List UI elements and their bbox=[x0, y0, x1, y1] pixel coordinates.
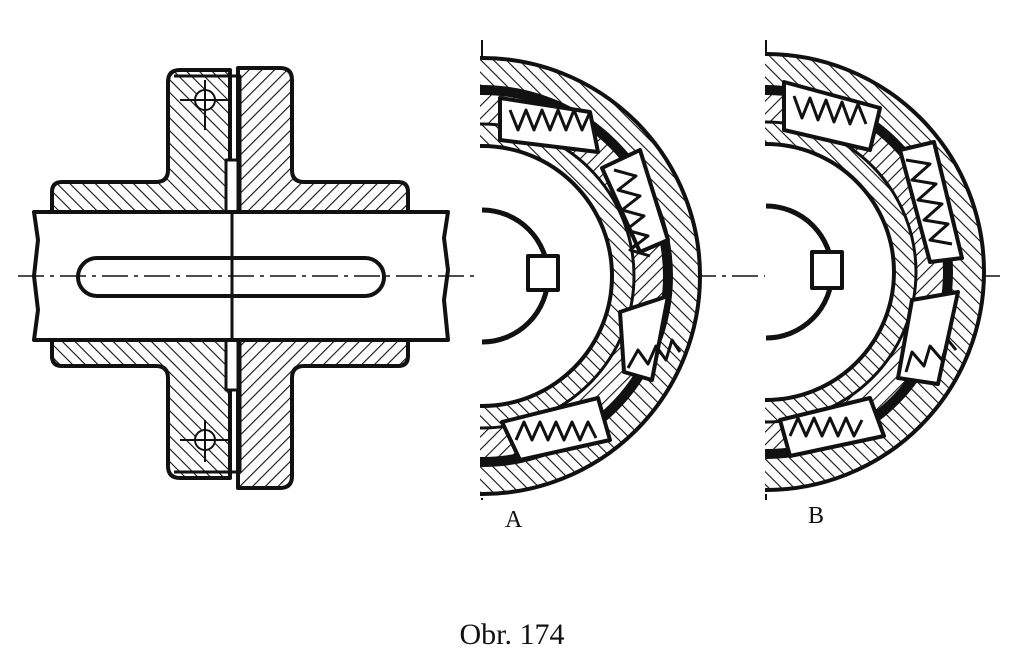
right-hub-lower bbox=[236, 338, 410, 490]
label-a: A bbox=[505, 507, 523, 533]
left-hub-lower bbox=[50, 338, 232, 480]
label-b: B bbox=[808, 503, 825, 529]
figure-caption: Obr. 174 bbox=[459, 618, 565, 651]
view-b bbox=[765, 40, 986, 500]
springs-b bbox=[788, 95, 958, 438]
right-hub bbox=[236, 66, 410, 214]
coupling-section-view bbox=[18, 66, 1000, 490]
left-hub bbox=[50, 68, 232, 214]
springs-a bbox=[508, 108, 682, 442]
key-b bbox=[810, 250, 844, 290]
bolt-bottom bbox=[180, 420, 230, 462]
key-a bbox=[526, 254, 560, 292]
bolt-top bbox=[180, 80, 230, 130]
view-a bbox=[480, 40, 702, 500]
